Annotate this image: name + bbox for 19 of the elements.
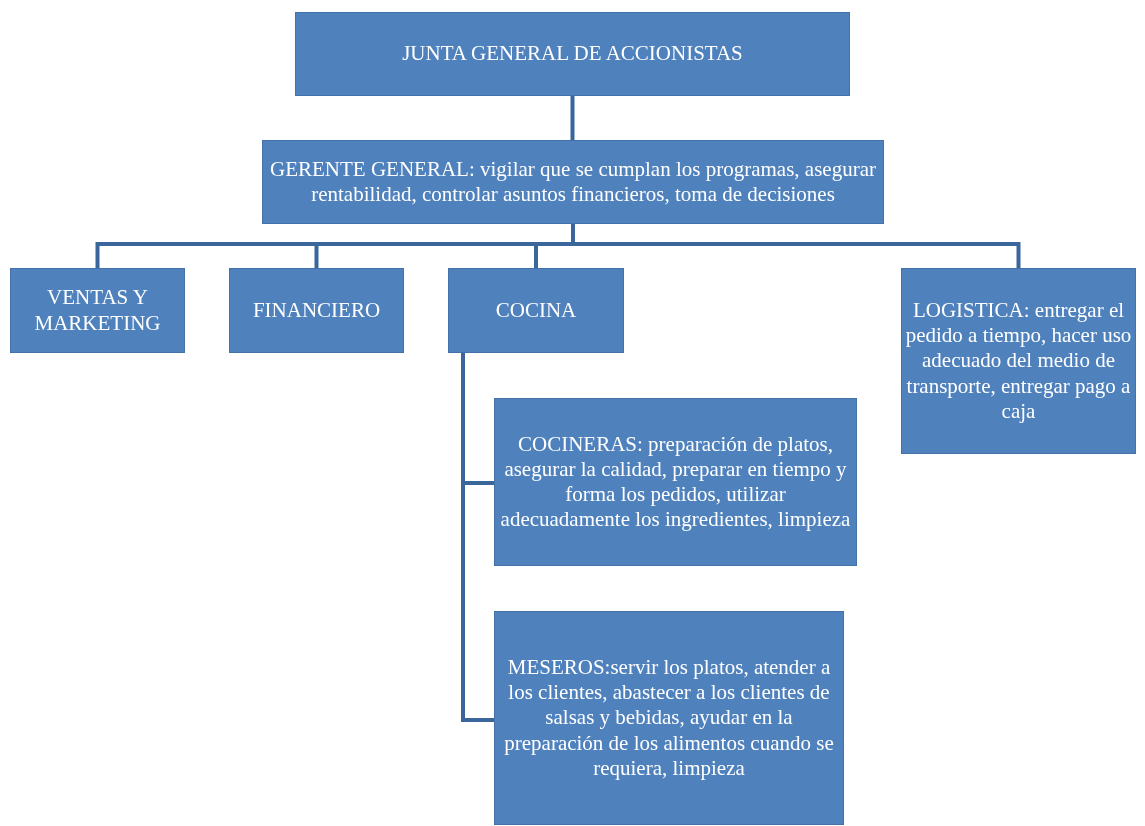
node-text: GERENTE GENERAL: vigilar que se cumplan los programas, asegurar rentabilidad, controlar asuntos financieros, toma de decisiones — [269, 156, 877, 208]
department-box — [901, 268, 1136, 454]
connector-line — [461, 353, 494, 722]
connector-line — [570, 96, 575, 140]
node-text: VENTAS Y MARKETING — [33, 285, 162, 336]
node-text: COCINA — [495, 297, 577, 324]
node-text: LOGISTICA: entregar el pedido a tiempo, hacer uso adecuado del medio de transporte, entregar pago a caja — [904, 298, 1133, 424]
department-box — [229, 268, 404, 353]
role-box — [494, 398, 857, 566]
node-text: FINANCIERO — [252, 297, 381, 324]
connector-line — [571, 224, 1021, 268]
manager-box — [262, 140, 884, 224]
department-box — [448, 268, 624, 353]
node-text: MESEROS:servir los platos, atender a los clientes, abastecer a los clientes de salsas y bebidas, ayudar en la preparación de los alimentos cuando se requiera, limpieza — [503, 655, 835, 781]
node-text: JUNTA GENERAL DE ACCIONISTAS — [402, 41, 743, 67]
department-box — [10, 268, 185, 353]
board-box — [295, 12, 850, 96]
node-text: COCINERAS: preparación de platos, asegurar la calidad, preparar en tiempo y forma los pedidos, utilizar adecuadamente los ingredientes, limpieza — [499, 431, 852, 533]
role-box — [494, 611, 844, 825]
